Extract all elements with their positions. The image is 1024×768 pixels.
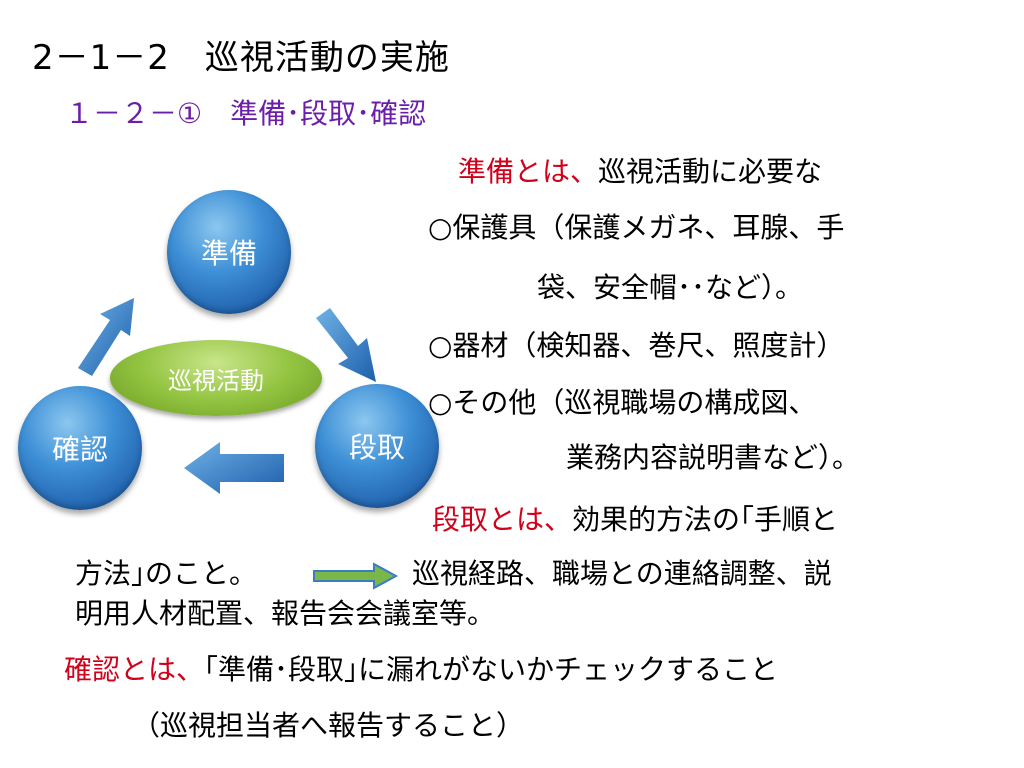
prep-line: 準備とは、巡視活動に必要な: [458, 154, 822, 190]
prep-text: 巡視活動に必要な: [598, 155, 823, 188]
item-protective-gear: ○保護具（保護メガネ、耳腺、手: [428, 211, 845, 244]
slide-title: 2－1－2 巡視活動の実施: [32, 38, 450, 78]
confirm-text: ｢準備･段取｣に漏れがないかチェックすること: [204, 653, 779, 686]
item-equipment: ○器材（検知器、巻尺、照度計）: [428, 329, 845, 362]
confirm-heading: 確認とは、: [64, 653, 205, 686]
right-arrow-icon: [313, 562, 399, 590]
item-other-cont: 業務内容説明書など）。: [566, 441, 861, 474]
confirm-line: 確認とは、｢準備･段取｣に漏れがないかチェックすること: [64, 652, 778, 688]
center-oval-patrol: 巡視活動: [110, 340, 322, 416]
cycle-arrow-icon: [316, 308, 376, 382]
item-protective-gear-cont: 袋、安全帽･･など）。: [537, 271, 804, 304]
item-other: ○その他（巡視職場の構成図、: [428, 386, 817, 419]
slide-subtitle: １－２－① 準備･段取･確認: [65, 97, 427, 130]
cycle-diagram: 準備 段取 確認 巡視活動: [0, 190, 440, 520]
circle-setup: 段取: [315, 384, 439, 508]
setup-detail-cont: 明用人材配置、報告会会議室等。: [75, 597, 496, 630]
prep-heading: 準備とは、: [458, 155, 599, 188]
setup-method: 方法｣のこと。: [75, 557, 258, 590]
confirm-report: （巡視担当者へ報告すること）: [132, 709, 525, 742]
cycle-arrow-icon: [184, 442, 284, 494]
circle-confirm: 確認: [18, 386, 142, 510]
setup-text: 効果的方法の｢手順と: [572, 503, 839, 536]
setup-detail: 巡視経路、職場との連絡調整、説: [412, 557, 832, 590]
setup-line: 段取とは、効果的方法の｢手順と: [432, 502, 838, 538]
cycle-arrow-icon: [78, 298, 134, 376]
circle-prep: 準備: [167, 190, 291, 314]
setup-heading: 段取とは、: [432, 503, 573, 536]
